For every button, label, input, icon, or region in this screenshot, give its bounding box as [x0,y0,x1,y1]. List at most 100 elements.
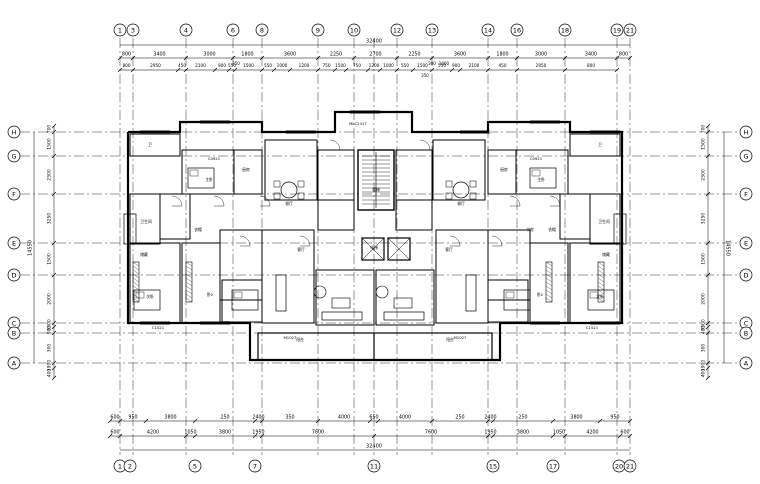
room-outline [264,139,318,201]
dimension-value: 1500 [335,63,346,68]
wardrobe-hatch [545,261,553,267]
dimension-tick [51,240,57,246]
grid-row-label-left: G [11,153,16,161]
pillow [505,291,515,299]
grid-top-label: 1 [118,27,122,35]
dining-chair [445,192,453,200]
dimension-tick [259,67,265,73]
dimension-tick [367,418,373,424]
dimension-value: 2300 [701,169,707,181]
sofa [321,311,363,321]
dimension-tick [597,418,603,424]
dimension-tick [259,55,265,61]
dimension-tick [490,433,496,439]
dimension-total-bottom: 32400 [366,444,382,450]
wardrobe-hatch [132,261,140,267]
grid-row-label-left: D [11,272,16,280]
grid-bottom-label-bubble [623,459,637,473]
dimension-tick [117,55,123,61]
dimension-tick [550,433,556,439]
dimension-tick [232,67,238,73]
dimension-value: 750 [323,63,331,68]
dimension-tick [51,123,57,129]
wardrobe-hatch [597,293,605,299]
grid-top-label-bubble [425,23,439,37]
dimension-value: 3250 [701,213,707,225]
dimension-tick [175,67,181,73]
door-swing [259,195,271,207]
room-label: 电梯 [370,245,378,250]
door-swing [299,235,311,247]
dimension-tick [449,67,455,73]
dimension-value: 3400 [585,52,597,58]
dimension-value: 600 [110,415,119,421]
room-label: M1027 [454,335,468,340]
dimension-value: 250 [455,415,464,421]
dimension-value: 250 [518,415,527,421]
dimension-tick [117,433,123,439]
dimension-value: 1500 [47,138,53,150]
room-label: 餐厅 [457,201,465,206]
grid-bottom-label: 21 [626,463,634,471]
room-outline [435,229,489,324]
grid-row-label-left-bubble [7,356,21,370]
wardrobe-hatch [132,285,140,291]
dimension-value: 2000 [701,293,707,305]
sofa [383,311,425,321]
drawing-lines [7,23,753,473]
dimension-tick [51,324,57,330]
room-outline [395,149,433,201]
dimension-tick [429,55,435,61]
dining-chair [297,180,305,188]
coffee-table [331,297,351,309]
dimension-tick [183,55,189,61]
grid-row-label-right-bubble [739,149,753,163]
grid-row-label-left-bubble [7,187,21,201]
dimension-tick [490,418,496,424]
dimension-value: 1200 [369,63,380,68]
dining-table [452,181,470,199]
dimension-tick [410,67,416,73]
room-label: 客厅 [445,247,453,252]
room-label: 阳台 [296,337,304,342]
dimension-value: 1800 [496,52,508,58]
dimension-tick [375,418,381,424]
dimension-tick [371,433,377,439]
armchair [313,285,327,299]
grid-row-label-right-bubble [739,356,753,370]
dimension-value: 1950 [252,430,264,436]
wardrobe-hatch [597,265,605,271]
dimension-tick [550,418,556,424]
dimension-value: 400 [701,326,707,335]
room-outline [569,133,621,157]
dimension-value: 1800 [241,52,253,58]
dimension-tick [143,418,149,424]
room-label: 主卧 [537,177,545,182]
door-swing [213,195,225,207]
dimension-tick [705,330,711,336]
dimension-value: 800 [587,63,595,68]
dimension-tick [705,375,711,381]
bed [133,289,161,311]
dimension-value: 2700 [369,52,381,58]
dimension-value: 1500 [701,138,707,150]
wardrobe-hatch [597,289,605,295]
dimension-tick [226,67,232,73]
dimension-tick [183,67,189,73]
grid-row-label-right-bubble [739,187,753,201]
wardrobe-hatch [185,265,193,271]
bed [529,167,557,189]
wardrobe-hatch [185,297,193,303]
grid-top-label: 21 [626,27,634,35]
dimension-tick [705,191,711,197]
grid-top-label-bubble [390,23,404,37]
door-swing [329,139,341,151]
dimension-tick [514,67,520,73]
dimension-value: 400 [47,369,53,378]
room-label: 卧2 [207,292,214,297]
pillow [233,291,243,299]
dimension-tick [183,433,189,439]
dimension-tick [212,67,218,73]
wardrobe-hatch [597,285,605,291]
